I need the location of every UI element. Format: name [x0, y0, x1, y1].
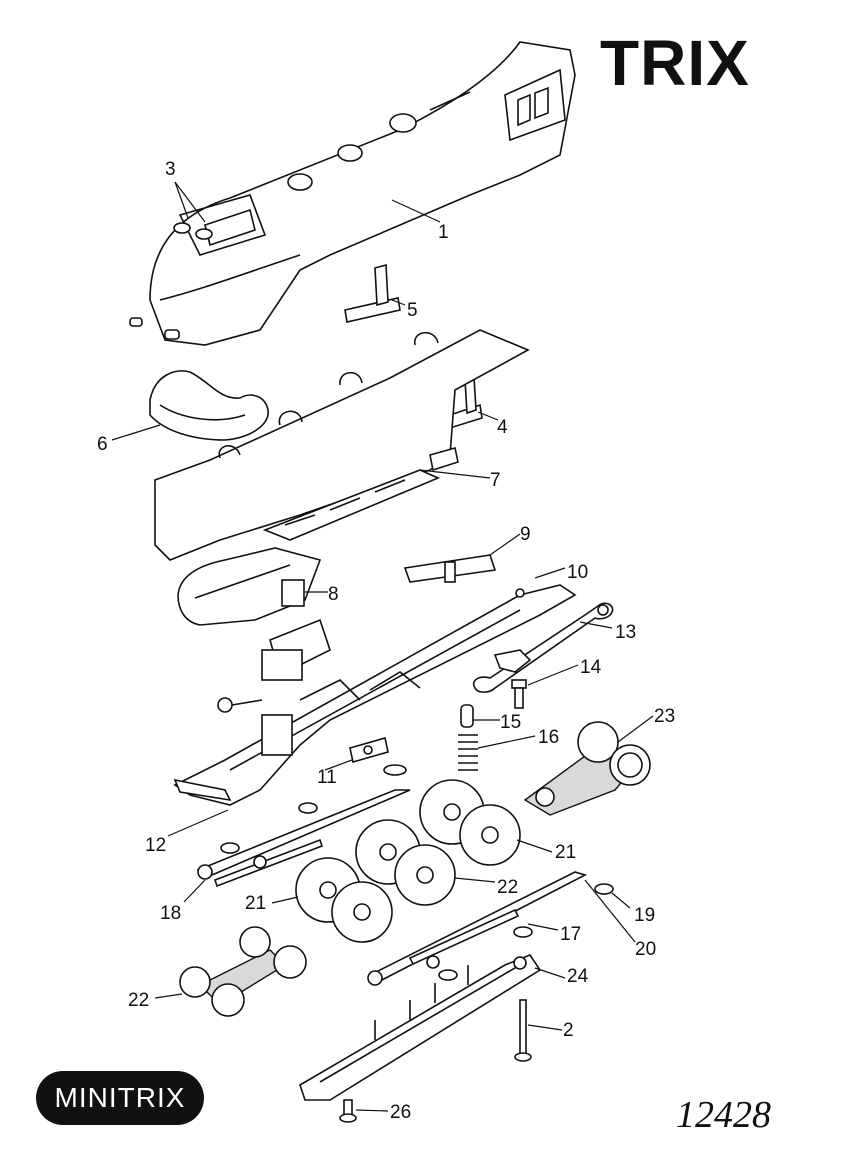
part-contact-9 [403, 554, 497, 583]
label-part-1: 1 [438, 222, 449, 243]
part-tray [177, 547, 322, 626]
label-part-21-right: 21 [555, 842, 576, 863]
label-part-24: 23 [654, 706, 675, 727]
part-screw-26 [339, 1099, 357, 1123]
part-frame [154, 329, 530, 561]
part-rod-17-20 [367, 871, 588, 986]
label-part-20: 20 [635, 939, 656, 960]
label-part-8: 8 [328, 584, 339, 605]
part-main-frame [173, 584, 577, 806]
label-part-21-left: 21 [245, 893, 266, 914]
part-plunger-15 [460, 704, 474, 728]
part-pin-extra [220, 802, 533, 981]
trix-logo: TRIX [600, 27, 750, 99]
leader-lines [111, 181, 654, 1112]
part-pin-19 [594, 883, 614, 895]
label-part-17: 17 [560, 924, 581, 945]
label-part-9: 9 [520, 524, 531, 545]
label-part-5: 5 [407, 300, 418, 321]
label-part-16: 16 [538, 727, 559, 748]
label-part-15: 15 [500, 712, 521, 733]
part-rod-18 [196, 789, 411, 888]
part-spring-16 [458, 734, 478, 771]
article-number: 12428 [676, 1094, 771, 1136]
label-part-7: 7 [490, 470, 501, 491]
label-part-3: 3 [165, 159, 176, 180]
part-body-shell [129, 41, 576, 346]
label-part-14: 14 [580, 657, 602, 678]
label-part-10: 10 [567, 562, 588, 583]
minitrix-logo: MINITRIX [36, 1071, 204, 1125]
label-part-23: 22 [128, 990, 149, 1011]
part-front-cowl [149, 370, 269, 441]
label-part-25: 24 [567, 966, 589, 987]
label-part-6: 6 [97, 434, 108, 455]
part-rear-truck [523, 721, 651, 816]
part-driving-wheels [295, 779, 521, 943]
label-part-22: 22 [497, 877, 518, 898]
label-part-11: 11 [317, 767, 337, 788]
label-part-19: 19 [634, 905, 655, 926]
label-part-12: 12 [145, 835, 166, 856]
part-labels: 3 1 5 4 6 7 9 10 8 13 14 23 15 16 11 12 … [97, 159, 675, 1123]
part-lenses-3 [173, 222, 213, 240]
part-motor-contacts [217, 649, 303, 713]
part-plate-11 [349, 736, 407, 776]
part-bracket-5 [344, 263, 401, 323]
label-part-4: 4 [497, 417, 508, 438]
label-part-2: 2 [563, 1020, 574, 1041]
label-part-18: 18 [160, 903, 181, 924]
part-base-plate [173, 778, 232, 802]
part-coupling-bar [472, 602, 614, 693]
label-part-13: 13 [615, 622, 636, 643]
part-bottom-plate [299, 954, 542, 1101]
part-screw-14 [511, 679, 527, 709]
part-long-screw-2 [514, 999, 532, 1062]
part-front-bogie [179, 926, 307, 1017]
label-part-26: 26 [390, 1102, 411, 1123]
